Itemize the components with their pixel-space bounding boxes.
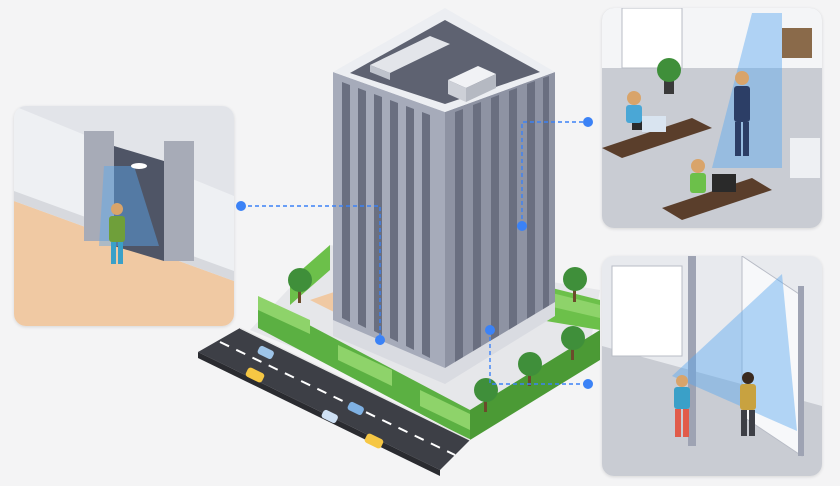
connector-dot-lobby-building — [485, 325, 495, 335]
cars — [245, 345, 384, 449]
office-tower — [333, 8, 555, 384]
connector-dot-office-building — [517, 221, 527, 231]
office-sensor-panel — [602, 8, 822, 228]
entrance-sensor-panel — [14, 106, 234, 326]
tree-2 — [563, 267, 587, 302]
car-white-1 — [321, 409, 338, 423]
desk-right — [662, 174, 772, 220]
car-yellow-2 — [364, 433, 384, 449]
trees — [288, 267, 587, 412]
connector-office — [521, 121, 588, 226]
car-blue-2 — [347, 401, 364, 415]
car-blue-1 — [257, 345, 274, 359]
desk-left — [602, 116, 712, 158]
office-sensor-scene-icon — [602, 8, 822, 228]
connector-dot-entrance-building — [375, 335, 385, 345]
connector-lines — [241, 121, 588, 385]
connector-dot-office-panel — [583, 117, 593, 127]
tree-3 — [561, 326, 585, 360]
connector-dot-entrance-panel — [236, 201, 246, 211]
person-standing — [734, 71, 750, 156]
connector-dots — [236, 117, 593, 389]
connector-lobby — [489, 330, 588, 385]
plant — [657, 58, 681, 94]
person-red-pants — [674, 375, 690, 437]
person-seated-2 — [690, 159, 706, 193]
person-entrance — [109, 203, 125, 264]
rooftop-hvac — [370, 36, 496, 102]
car-yellow-1 — [245, 367, 265, 383]
tree-4 — [518, 352, 542, 386]
door-sensor-scene-icon — [14, 106, 234, 326]
connector-dot-lobby-panel — [583, 379, 593, 389]
tree-1 — [288, 268, 312, 303]
lobby-sensor-scene-icon — [602, 256, 822, 476]
person-seated-1 — [626, 91, 642, 123]
person-yellow-shirt — [740, 372, 756, 436]
lobby-sensor-panel — [602, 256, 822, 476]
